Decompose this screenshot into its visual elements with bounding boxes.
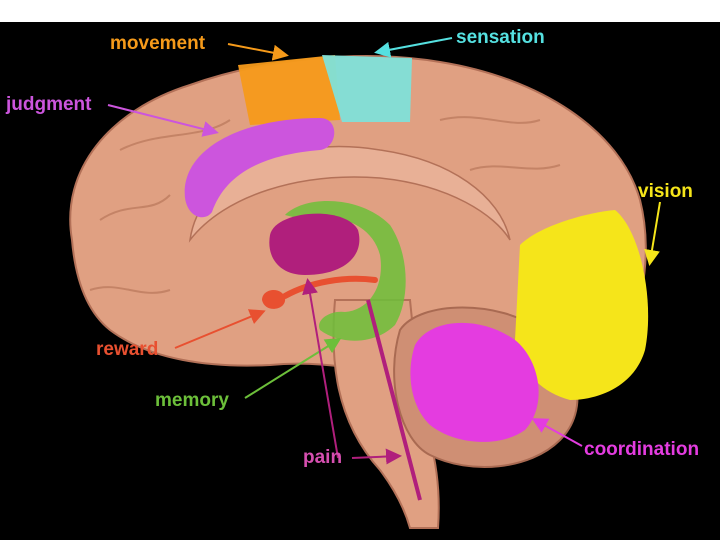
pointer-coordination [531,418,583,447]
label-vision: vision [638,181,693,202]
region-movement [238,55,340,125]
label-coordination: coordination [584,439,700,460]
label-judgment: judgment [6,94,92,115]
pointer-reward [174,309,266,349]
pointer-pain-2 [351,448,402,465]
region-sensation [322,55,412,122]
label-reward: reward [96,339,159,360]
label-sensation: sensation [456,27,545,48]
pointer-movement [227,43,289,61]
pain-pathway [366,299,422,501]
region-pain [269,213,360,275]
label-pain: pain [303,447,343,468]
label-movement: movement [110,33,206,54]
reward-pathway [282,275,378,299]
pointer-judgment [107,104,219,137]
region-reward [262,289,286,309]
region-memory [285,201,406,341]
label-memory: memory [155,390,229,411]
pointer-memory [244,337,342,399]
pointer-pain [302,278,339,459]
region-vision [515,210,649,400]
region-coordination [410,322,539,442]
pointer-vision [644,201,661,266]
region-judgment [184,118,335,218]
pointer-sensation [374,37,453,58]
top-border [0,0,720,22]
